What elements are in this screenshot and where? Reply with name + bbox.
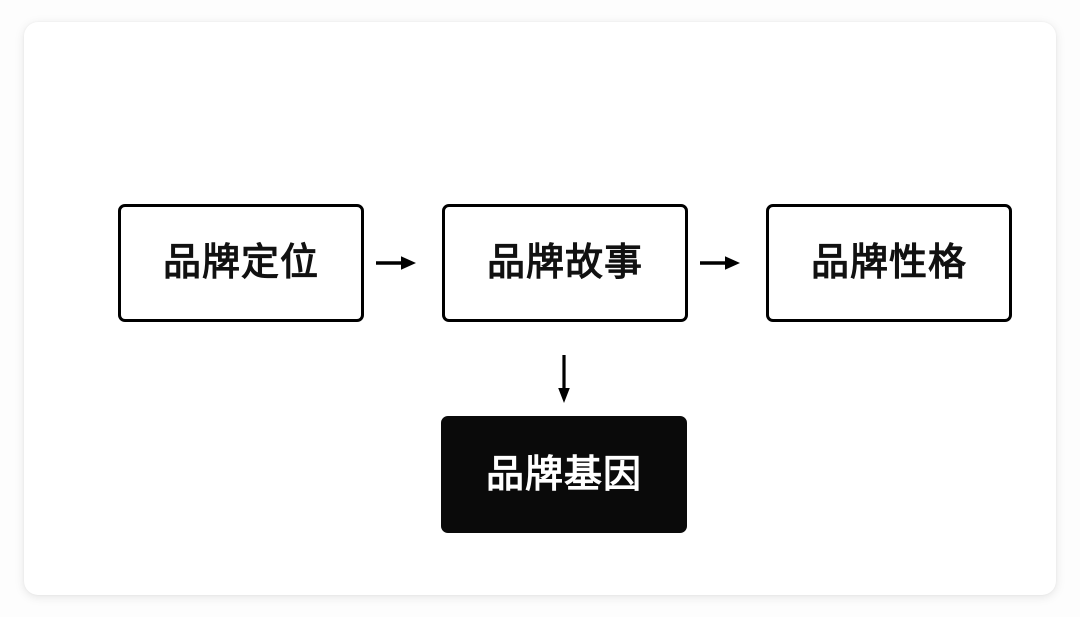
node-brand-positioning[interactable]: 品牌定位 xyxy=(118,204,364,322)
node-label: 品牌性格 xyxy=(810,242,967,284)
node-label: 品牌基因 xyxy=(485,453,642,496)
arrow-down-icon xyxy=(539,350,589,408)
arrow-right-icon xyxy=(373,248,419,278)
node-brand-gene[interactable]: 品牌基因 xyxy=(441,416,687,533)
node-label: 品牌定位 xyxy=(162,242,319,284)
diagram-card: 品牌定位 品牌故事 品牌性格 xyxy=(24,22,1056,595)
arrow-right-icon xyxy=(697,248,743,278)
node-brand-story[interactable]: 品牌故事 xyxy=(442,204,688,322)
node-brand-personality[interactable]: 品牌性格 xyxy=(766,204,1012,322)
node-label: 品牌故事 xyxy=(486,242,643,284)
